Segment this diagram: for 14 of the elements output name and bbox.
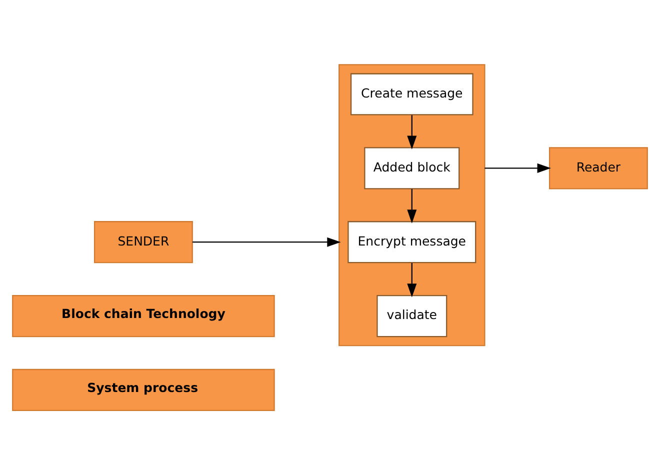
arrow: [407, 115, 417, 150]
node-box: Block chain Technology: [12, 295, 275, 338]
arrow: [484, 163, 551, 173]
node-box: System process: [12, 368, 275, 412]
node-box: validate: [376, 295, 448, 338]
arrow: [407, 262, 417, 298]
node-box: Reader: [548, 147, 648, 190]
node-box: SENDER: [94, 221, 193, 264]
cluster: [338, 64, 486, 346]
node-box: Create message: [350, 73, 474, 116]
node-box: Added block: [364, 147, 460, 190]
node-box: Encrypt message: [348, 221, 476, 264]
arrow: [192, 237, 341, 247]
arrow: [407, 189, 417, 224]
